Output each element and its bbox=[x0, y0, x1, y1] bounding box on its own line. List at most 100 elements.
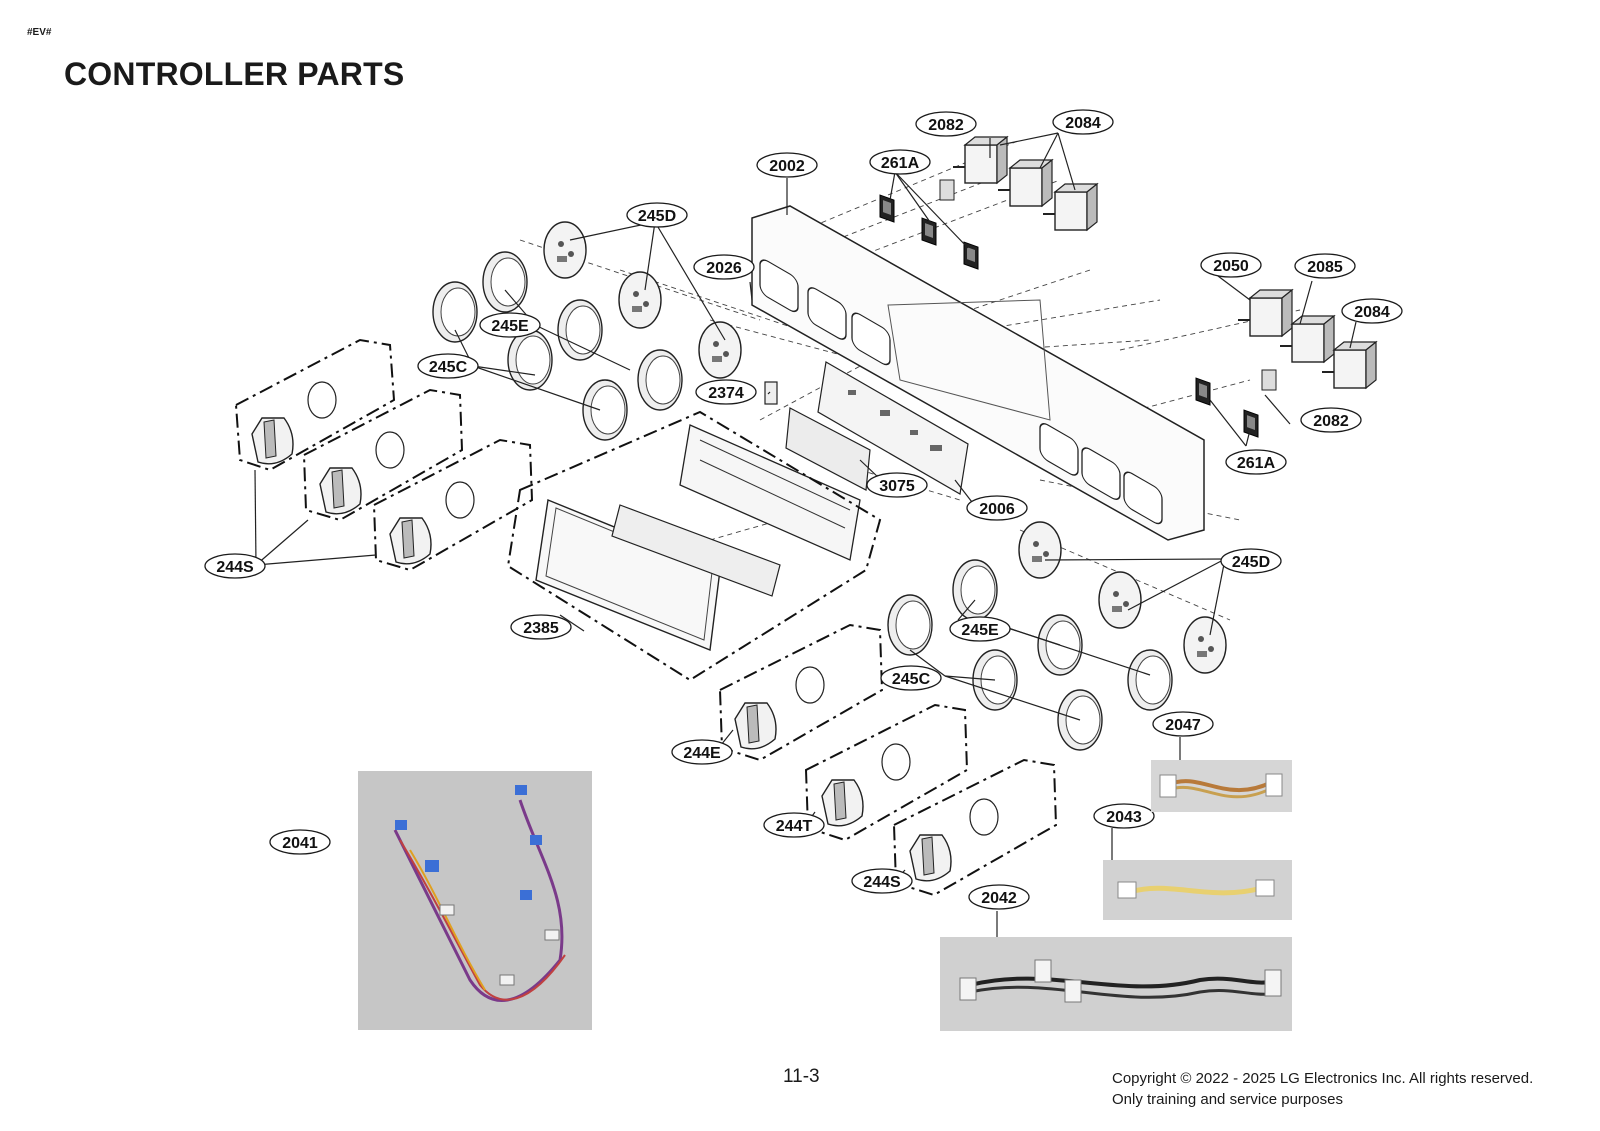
callout-ellipse bbox=[763, 812, 825, 838]
part-callout-244T: 244T bbox=[763, 812, 825, 838]
harness-photo-2043 bbox=[1103, 860, 1292, 920]
control-panel-frame bbox=[751, 205, 1205, 541]
part-callout-2084: 2084 bbox=[1052, 109, 1114, 135]
part-number-label: 261A bbox=[1237, 455, 1276, 472]
harness-photo-2047 bbox=[1151, 760, 1292, 812]
part-number-label: 3075 bbox=[879, 478, 915, 495]
part-number-label: 2047 bbox=[1165, 717, 1201, 734]
callout-ellipse bbox=[866, 472, 928, 498]
callout-ellipse bbox=[915, 111, 977, 137]
part-callout-2041: 2041 bbox=[269, 829, 331, 855]
part-callout-245E: 245E bbox=[479, 312, 541, 338]
part-callout-2374: 2374 bbox=[695, 379, 757, 405]
copyright-text: Copyright © 2022 - 2025 LG Electronics I… bbox=[1112, 1070, 1534, 1087]
harness-photo-2042 bbox=[940, 937, 1292, 1031]
part-callout-3075: 3075 bbox=[866, 472, 928, 498]
part-number-label: 2006 bbox=[979, 501, 1015, 518]
callout-ellipse bbox=[204, 553, 266, 579]
callout-ellipse bbox=[1341, 298, 1403, 324]
callout-ellipse bbox=[626, 202, 688, 228]
page-title: CONTROLLER PARTS bbox=[64, 56, 405, 92]
part-callout-2042: 2042 bbox=[968, 884, 1030, 910]
usage-note: Only training and service purposes bbox=[1112, 1091, 1343, 1108]
part-callout-261A: 261A bbox=[869, 149, 931, 175]
part-callout-2085: 2085 bbox=[1294, 253, 1356, 279]
part-number-label: 2084 bbox=[1354, 304, 1390, 321]
callout-ellipse bbox=[1294, 253, 1356, 279]
part-callouts: 2082 2084 2002 261A 245D 2026 2050 2085 2084 245E… bbox=[204, 109, 1403, 910]
part-callout-2050: 2050 bbox=[1200, 252, 1262, 278]
part-number-label: 244E bbox=[683, 745, 721, 762]
part-callout-244E: 244E bbox=[671, 739, 733, 765]
knob-group-left bbox=[234, 338, 534, 572]
callout-ellipse bbox=[417, 353, 479, 379]
part-callout-244S: 244S bbox=[851, 868, 913, 894]
part-number-label: 2050 bbox=[1213, 258, 1249, 275]
bracket bbox=[785, 407, 871, 491]
part-number-label: 261A bbox=[881, 155, 920, 172]
dial-rings-left bbox=[432, 221, 742, 441]
part-number-label: 2002 bbox=[769, 158, 805, 175]
part-number-label: 245C bbox=[429, 359, 468, 376]
display-dash-outline bbox=[506, 410, 882, 682]
part-callout-245C: 245C bbox=[880, 665, 942, 691]
part-callout-261A: 261A bbox=[1225, 449, 1287, 475]
small-sensor bbox=[764, 381, 778, 405]
part-callout-2006: 2006 bbox=[966, 495, 1028, 521]
callout-ellipse bbox=[1052, 109, 1114, 135]
part-callout-245D: 245D bbox=[626, 202, 688, 228]
part-number-label: 244S bbox=[863, 874, 901, 891]
part-number-label: 245C bbox=[892, 671, 931, 688]
callout-ellipse bbox=[1300, 407, 1362, 433]
part-callout-245C: 245C bbox=[417, 353, 479, 379]
part-number-label: 2084 bbox=[1065, 115, 1101, 132]
copyright-block: Copyright © 2022 - 2025 LG Electronics I… bbox=[1112, 1068, 1533, 1110]
display-assembly bbox=[535, 424, 861, 651]
callout-ellipse bbox=[479, 312, 541, 338]
part-number-label: 244S bbox=[216, 559, 254, 576]
callout-ellipse bbox=[1200, 252, 1262, 278]
callout-ellipse bbox=[693, 254, 755, 280]
part-number-label: 2042 bbox=[981, 890, 1017, 907]
callout-ellipse bbox=[1225, 449, 1287, 475]
callout-ellipse bbox=[756, 152, 818, 178]
callout-ellipse bbox=[1152, 711, 1214, 737]
part-callout-244S: 244S bbox=[204, 553, 266, 579]
part-number-label: 245E bbox=[491, 318, 529, 335]
callout-ellipse bbox=[966, 495, 1028, 521]
callout-ellipse bbox=[968, 884, 1030, 910]
part-number-label: 245E bbox=[961, 622, 999, 639]
part-callout-2385: 2385 bbox=[510, 614, 572, 640]
part-callout-2043: 2043 bbox=[1093, 803, 1155, 829]
part-callout-2082: 2082 bbox=[1300, 407, 1362, 433]
document-tag: #EV# bbox=[27, 27, 52, 38]
pcb-board bbox=[817, 361, 969, 495]
callout-ellipse bbox=[1093, 803, 1155, 829]
part-callout-245D: 245D bbox=[1220, 548, 1282, 574]
callout-ellipse bbox=[1220, 548, 1282, 574]
part-callout-245E: 245E bbox=[949, 616, 1011, 642]
callout-ellipse bbox=[869, 149, 931, 175]
callout-ellipse bbox=[695, 379, 757, 405]
part-number-label: 2041 bbox=[282, 835, 318, 852]
part-number-label: 2082 bbox=[1313, 413, 1349, 430]
harness-photo-2041 bbox=[358, 771, 592, 1030]
part-callout-2026: 2026 bbox=[693, 254, 755, 280]
part-number-label: 244T bbox=[776, 818, 813, 835]
part-number-label: 2374 bbox=[708, 385, 744, 402]
callout-ellipse bbox=[949, 616, 1011, 642]
part-number-label: 2043 bbox=[1106, 809, 1142, 826]
part-number-label: 2082 bbox=[928, 117, 964, 134]
part-number-label: 245D bbox=[1232, 554, 1270, 571]
page-number: 11-3 bbox=[783, 1066, 820, 1087]
part-callout-2084: 2084 bbox=[1341, 298, 1403, 324]
part-number-label: 2085 bbox=[1307, 259, 1343, 276]
callout-ellipse bbox=[510, 614, 572, 640]
callout-ellipse bbox=[851, 868, 913, 894]
callout-ellipse bbox=[880, 665, 942, 691]
callout-ellipse bbox=[671, 739, 733, 765]
part-number-label: 2026 bbox=[706, 260, 742, 277]
part-callout-2047: 2047 bbox=[1152, 711, 1214, 737]
part-callout-2082: 2082 bbox=[915, 111, 977, 137]
